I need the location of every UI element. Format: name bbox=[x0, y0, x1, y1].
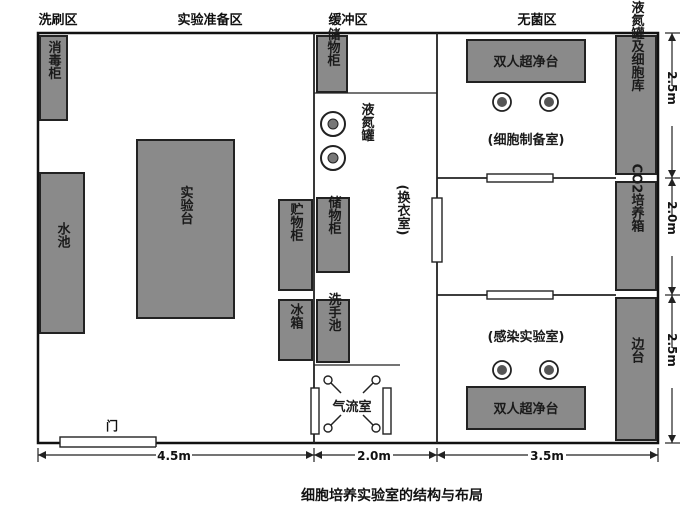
infection-lab-label: (感染实验室) bbox=[488, 329, 565, 345]
dim-bottom-left: 4.5m bbox=[157, 449, 191, 463]
storage-cabinet-left bbox=[278, 199, 313, 291]
wash-basin bbox=[316, 299, 350, 363]
clean-bench-bottom bbox=[466, 386, 586, 430]
side-bench-label: 边台 bbox=[629, 337, 646, 364]
wash-basin-label: 洗手池 bbox=[326, 292, 342, 333]
ln2-cell-bank bbox=[615, 35, 657, 175]
ln2-cell-bank-label: 液氮罐及细胞库 bbox=[629, 0, 646, 93]
storage-cabinet-top-label: 储物柜 bbox=[325, 27, 342, 67]
door-label: 门 bbox=[106, 418, 118, 433]
door-changing-room[interactable] bbox=[431, 197, 443, 263]
zone-wash-label: 洗刷区 bbox=[38, 12, 77, 28]
zone-buffer-label: 缓冲区 bbox=[328, 12, 367, 28]
lab-bench-label: 实验台 bbox=[178, 185, 194, 226]
ln2-tank-label: 液氮罐 bbox=[359, 102, 376, 143]
dim-right-top: 2.5m bbox=[665, 71, 679, 105]
cell-prep-room-label: (细胞制备室) bbox=[488, 132, 565, 148]
clean-bench-top-label: 双人超净台 bbox=[493, 54, 558, 70]
storage-cabinet-left-label: 贮物柜 bbox=[288, 202, 305, 242]
disinfect-cabinet bbox=[39, 35, 68, 121]
bottom-dimension bbox=[37, 447, 659, 463]
changing-room-label: (换衣室) bbox=[395, 185, 411, 236]
sink-label: 水池 bbox=[55, 221, 71, 249]
outer-wall bbox=[36, 31, 660, 445]
dim-bottom-mid: 2.0m bbox=[357, 449, 391, 463]
caption: 细胞培养实验室的结构与布局 bbox=[301, 487, 483, 504]
fridge bbox=[278, 299, 313, 361]
clean-bench-bottom-label: 双人超净台 bbox=[493, 401, 558, 417]
dim-right-mid: 2.0m bbox=[665, 201, 679, 235]
door-cell-prep[interactable] bbox=[486, 173, 554, 183]
storage-cabinet-right bbox=[316, 197, 350, 273]
disinfect-cabinet-label: 消毒柜 bbox=[46, 40, 63, 80]
right-dimension bbox=[664, 32, 680, 444]
lab-bench bbox=[136, 139, 235, 319]
side-bench bbox=[615, 297, 657, 441]
stool-icons-top bbox=[492, 92, 559, 112]
storage-cabinet-right-label: 储物柜 bbox=[326, 195, 343, 235]
co2-incubator bbox=[615, 181, 657, 291]
storage-cabinet-top bbox=[316, 35, 348, 93]
fridge-label: 冰箱 bbox=[288, 302, 304, 330]
dim-bottom-right: 3.5m bbox=[530, 449, 564, 463]
zone-prep-label: 实验准备区 bbox=[177, 12, 242, 28]
ln2-tanks bbox=[320, 111, 346, 171]
sink bbox=[39, 172, 85, 334]
zone-sterile-label: 无菌区 bbox=[516, 12, 556, 28]
stool-icons-bottom bbox=[492, 360, 559, 380]
co2-incubator-label: CO2培养箱 bbox=[629, 164, 646, 234]
airflow-room bbox=[310, 375, 392, 435]
clean-bench-top bbox=[466, 39, 586, 83]
airflow-room-label: 气流室 bbox=[332, 399, 371, 415]
dim-right-bottom: 2.5m bbox=[665, 333, 679, 367]
main-door[interactable] bbox=[59, 436, 157, 448]
door-infection-lab[interactable] bbox=[486, 290, 554, 300]
